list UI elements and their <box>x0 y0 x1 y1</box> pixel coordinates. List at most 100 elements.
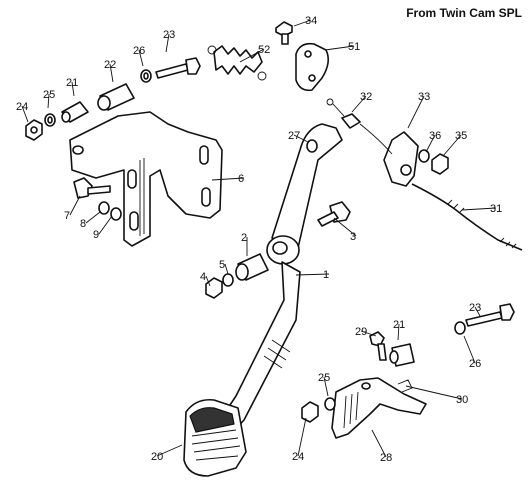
callout-label-c4: 4 <box>200 271 206 283</box>
callout-label-c5: 5 <box>219 259 225 271</box>
washer-5 <box>222 273 234 287</box>
callout-leader-c21a <box>71 81 75 97</box>
callout-leader-c52 <box>239 48 265 63</box>
callout-leader-c3 <box>333 217 357 237</box>
callout-leader-c24a <box>21 105 29 123</box>
callout-leader-c26b <box>463 335 476 364</box>
callout-label-c24a: 24 <box>16 101 28 113</box>
washer-27 <box>306 139 318 153</box>
callout-label-c26a: 26 <box>133 45 145 57</box>
callout-label-c52: 52 <box>258 44 270 56</box>
callout-leader-c27 <box>293 134 309 143</box>
pedal-pad <box>183 398 247 477</box>
callout-label-c36: 36 <box>429 130 441 142</box>
diagram-caption: From Twin Cam SPL <box>406 6 522 20</box>
callout-label-c2: 2 <box>241 232 247 244</box>
callout-label-c23a: 23 <box>163 29 175 41</box>
spring-clip-30 <box>397 379 413 393</box>
nut-4 <box>205 277 223 299</box>
callout-leader-c21b <box>397 323 400 341</box>
callout-label-c3: 3 <box>350 231 356 243</box>
callout-label-c25a: 25 <box>43 89 55 101</box>
nut-35 <box>431 153 449 175</box>
callout-leader-c28 <box>371 429 387 458</box>
sleeve-21-top <box>61 101 89 123</box>
callout-label-c24b: 24 <box>292 451 304 463</box>
return-spring-52 <box>207 45 267 81</box>
callout-leader-c36 <box>425 134 436 153</box>
callout-leader-c32 <box>351 95 367 113</box>
callout-label-c34: 34 <box>305 15 317 27</box>
sleeve-21-lower <box>389 343 415 367</box>
plate-51 <box>295 42 330 92</box>
bolt-3 <box>317 201 351 227</box>
bolt-23-top <box>155 57 201 79</box>
bolt-7 <box>73 177 111 199</box>
callout-leader-c26a <box>138 49 144 67</box>
callout-leader-c1 <box>295 273 330 276</box>
callout-leader-c22a <box>109 63 114 83</box>
bracket-28 <box>331 377 427 439</box>
callout-label-c32: 32 <box>360 91 372 103</box>
nut-24-lower <box>301 401 319 423</box>
callout-leader-c35 <box>442 134 462 157</box>
sleeve-22-top <box>97 83 135 111</box>
callout-leader-c33 <box>407 95 425 129</box>
callout-label-c26b: 26 <box>469 358 481 370</box>
callout-leader-c4 <box>205 275 211 287</box>
callout-leader-c31 <box>461 207 497 211</box>
callout-label-c21b: 21 <box>393 319 405 331</box>
callout-leader-c7 <box>69 195 81 216</box>
callout-label-c1: 1 <box>323 269 329 281</box>
washer-26-top <box>140 69 152 83</box>
cable-abutment-33 <box>383 131 419 187</box>
callout-leader-c29 <box>360 330 377 337</box>
callout-label-c27: 27 <box>288 130 300 142</box>
callout-leader-c8 <box>85 211 101 224</box>
callout-label-c51: 51 <box>348 41 360 53</box>
pivot-sleeve-2 <box>235 253 269 281</box>
callout-leader-c25b <box>323 376 329 397</box>
callout-label-c30: 30 <box>456 394 468 406</box>
callout-label-c28: 28 <box>380 452 392 464</box>
clevis-32 <box>326 98 361 129</box>
nut-24-top <box>25 119 43 141</box>
callout-label-c6: 6 <box>238 173 244 185</box>
callout-leader-c23b <box>474 306 481 317</box>
bolt-29 <box>369 331 387 361</box>
washer-25-top <box>44 113 56 127</box>
washer-8 <box>98 201 110 215</box>
callout-leader-c20 <box>156 444 183 457</box>
callout-leader-c51 <box>324 45 355 51</box>
callout-label-c35: 35 <box>455 130 467 142</box>
washer-26-right <box>454 321 466 335</box>
callout-leader-c9 <box>98 215 113 235</box>
pedal-bracket <box>69 111 223 247</box>
bolt-23-right <box>465 303 515 327</box>
callout-label-c29: 29 <box>355 326 367 338</box>
callout-label-c9: 9 <box>93 229 99 241</box>
callout-label-c20: 20 <box>151 451 163 463</box>
washer-36 <box>418 149 430 163</box>
callout-label-c25b: 25 <box>318 372 330 384</box>
callout-label-c33: 33 <box>418 91 430 103</box>
bolt-34 <box>275 21 293 45</box>
callout-label-c23b: 23 <box>469 302 481 314</box>
callout-leader-c5 <box>224 263 229 275</box>
callout-leader-c34 <box>293 19 312 27</box>
washer-9 <box>110 207 122 221</box>
control-cable-31 <box>359 123 523 251</box>
callout-label-c21a: 21 <box>66 77 78 89</box>
washer-25-lower <box>324 397 336 411</box>
callout-leader-c23a <box>165 33 170 53</box>
callout-leader-c24b <box>297 417 307 457</box>
callout-label-c31: 31 <box>490 203 502 215</box>
callout-label-c8: 8 <box>80 218 86 230</box>
callout-leader-c25a <box>47 93 50 109</box>
callout-leader-c30 <box>405 385 463 400</box>
callout-leader-c6 <box>211 177 245 181</box>
callout-label-c22a: 22 <box>104 59 116 71</box>
